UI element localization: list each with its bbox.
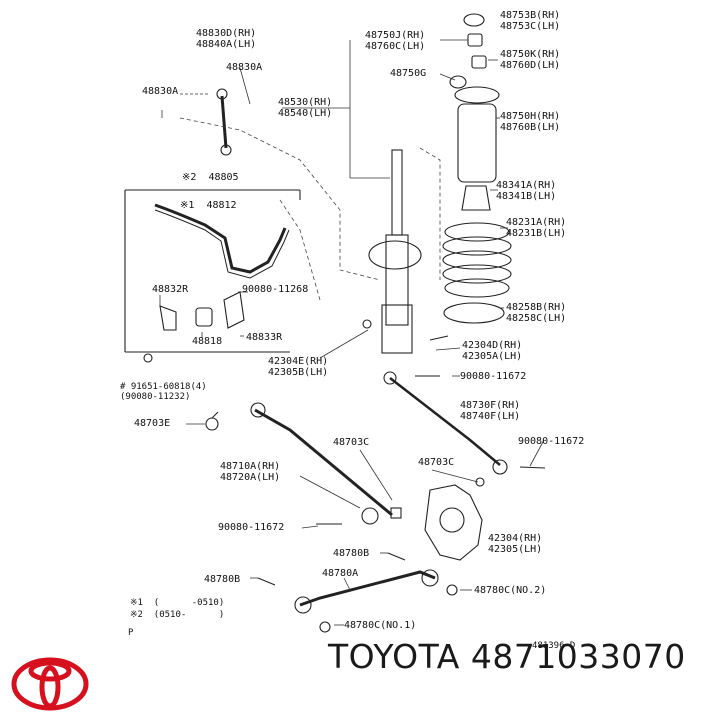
label-48780c-no2: 48780C(NO.2) bbox=[474, 585, 547, 596]
label-42304: 42304(RH) 42305(LH) bbox=[488, 533, 543, 555]
stabilizer-bar bbox=[154, 203, 287, 274]
label-48750k: 48750K(RH) 48760D(LH) bbox=[500, 49, 561, 71]
label-48258: 48258B(RH) 48258C(LH) bbox=[506, 302, 567, 324]
label-48730f: 48730F(RH) 48740F(LH) bbox=[460, 400, 521, 422]
note-2: ※2 (0510- ) bbox=[130, 610, 225, 620]
label-48750j: 48750J(RH) 48760C(LH) bbox=[365, 30, 426, 52]
label-90080-11268: 90080-11268 bbox=[242, 284, 309, 295]
part-number: 4871033070 bbox=[470, 637, 686, 676]
spring-seat bbox=[368, 240, 422, 270]
label-48830d: 48830D(RH) 48840A(LH) bbox=[196, 28, 257, 50]
label-48812: ※1 48812 bbox=[180, 200, 237, 211]
bushing bbox=[195, 307, 213, 327]
top-nut bbox=[463, 13, 485, 27]
stabilizer-link bbox=[220, 95, 228, 149]
label-48703c-mid: 48703C bbox=[333, 437, 370, 448]
dust-boot bbox=[457, 103, 497, 183]
label-90080-11672-a: 90080-11672 bbox=[460, 371, 527, 382]
label-48830a-upper: 48830A bbox=[226, 62, 263, 73]
label-48530: 48530(RH) 48540(LH) bbox=[278, 97, 333, 119]
label-48780a: 48780A bbox=[322, 568, 359, 579]
note-1: ※1 ( -0510) bbox=[130, 598, 225, 608]
lower-arm bbox=[254, 408, 393, 517]
brand-part-title: TOYOTA 4871033070 bbox=[328, 637, 686, 676]
label-48780b-lower: 48780B bbox=[204, 574, 241, 585]
upper-mount bbox=[454, 86, 500, 104]
diagram-ref-code: 481396-D bbox=[532, 641, 576, 651]
upper-arm bbox=[389, 377, 501, 466]
label-48710a: 48710A(RH) 48720A(LH) bbox=[220, 461, 281, 483]
label-42304d: 42304D(RH) 42305A(LH) bbox=[462, 340, 523, 362]
label-48780c-no1: 48780C(NO.1) bbox=[344, 620, 417, 631]
page-marker: P bbox=[128, 628, 134, 638]
label-48703c-right: 48703C bbox=[418, 457, 455, 468]
strut-bracket bbox=[381, 304, 413, 354]
coil-spring bbox=[442, 222, 512, 298]
strut-body bbox=[385, 234, 409, 326]
lower-link bbox=[299, 570, 436, 607]
label-48753: 48753B(RH) 48753C(LH) bbox=[500, 10, 561, 32]
label-48231: 48231A(RH) 48231B(LH) bbox=[506, 217, 567, 239]
label-48341: 48341A(RH) 48341B(LH) bbox=[496, 180, 557, 202]
label-48703e: 48703E bbox=[134, 418, 171, 429]
label-48833r: 48833R bbox=[246, 332, 283, 343]
label-48830a-left: 48830A bbox=[142, 86, 179, 97]
label-90080-11672-b: 90080-11672 bbox=[518, 436, 585, 447]
toyota-logo-icon bbox=[11, 657, 89, 711]
spring-insulator bbox=[443, 302, 505, 324]
label-48750g: 48750G bbox=[390, 68, 427, 79]
label-42304e: 42304E(RH) 42305B(LH) bbox=[268, 356, 329, 378]
label-90080-11672-c: 90080-11672 bbox=[218, 522, 285, 533]
label-48750h: 48750H(RH) 48760B(LH) bbox=[500, 111, 561, 133]
rear-knuckle bbox=[424, 484, 483, 561]
bracket bbox=[223, 291, 245, 329]
strut-rod bbox=[391, 149, 403, 236]
brand-name: TOYOTA bbox=[328, 637, 460, 676]
label-48805: ※2 48805 bbox=[182, 172, 239, 183]
label-91651: # 91651-60818(4) (90080-11232) bbox=[120, 382, 207, 402]
label-48780b-upper: 48780B bbox=[333, 548, 370, 559]
label-48818: 48818 bbox=[192, 336, 223, 347]
label-48832r: 48832R bbox=[152, 284, 189, 295]
